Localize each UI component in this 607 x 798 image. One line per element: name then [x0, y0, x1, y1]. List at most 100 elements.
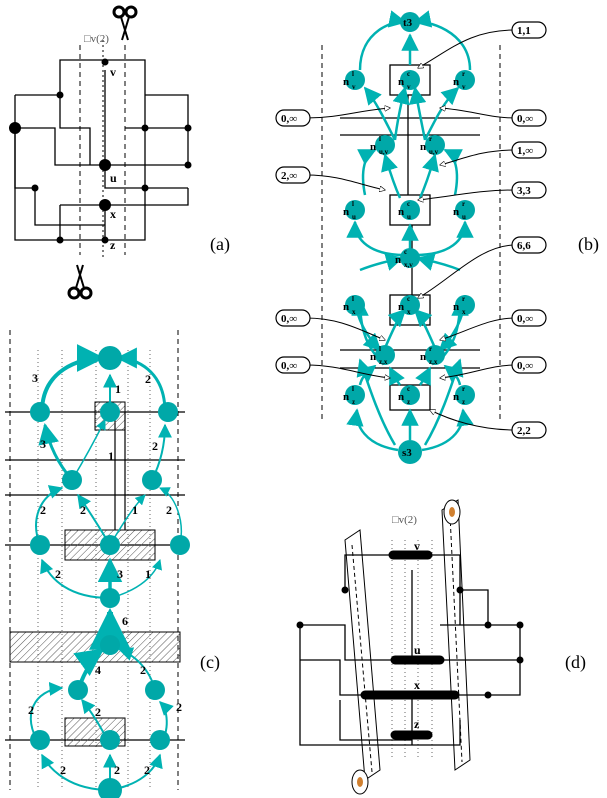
cap-2-2: 2,2	[517, 425, 531, 437]
svg-text:2: 2	[145, 372, 151, 386]
svg-text:n: n	[343, 76, 349, 88]
capacity-leaders	[305, 29, 516, 431]
svg-text:z: z	[462, 398, 465, 406]
panel-d-terminals	[360, 550, 460, 740]
panel-d-label: (d)	[565, 652, 586, 673]
svg-text:n: n	[395, 254, 401, 266]
svg-text:x,v: x,v	[404, 261, 413, 269]
label-nu-c: ncu	[398, 200, 411, 221]
svg-text:l: l	[352, 295, 354, 303]
svg-text:u,v: u,v	[379, 148, 389, 156]
cap-2-inf: 2,∞	[281, 170, 297, 182]
svg-text:x: x	[462, 308, 466, 316]
node-nuv-l	[375, 135, 395, 155]
label-nzx-r: nrz,x	[420, 345, 438, 366]
node-nz-r	[455, 385, 475, 405]
svg-text:2: 2	[55, 567, 61, 581]
scissors-bottom-icon	[67, 264, 93, 300]
node-nxv-c	[400, 248, 420, 268]
d-dotted-lines	[391, 540, 433, 760]
label-t3: t3	[403, 17, 413, 29]
node-nz-c	[400, 385, 420, 405]
svg-text:2: 2	[60, 763, 66, 777]
node-nzx-r	[425, 345, 445, 365]
svg-text:n: n	[420, 141, 426, 153]
panel-b: t3 s3 nlv ncv nrv nlu,v nru,v nlu ncu nr…	[275, 10, 599, 464]
svg-text:c: c	[404, 248, 407, 256]
node-t3	[400, 12, 420, 32]
d-vertex-x-label: x	[414, 678, 420, 692]
label-nz-l: nlz	[343, 385, 355, 406]
d-vertex-v-label: v	[414, 539, 420, 553]
svg-text:r: r	[462, 385, 465, 393]
svg-text:l: l	[352, 200, 354, 208]
node-nu-r	[455, 200, 475, 220]
svg-text:r: r	[462, 200, 465, 208]
svg-text:c: c	[407, 200, 410, 208]
label-nxv-c: nc x,v	[395, 248, 413, 269]
svg-text:2: 2	[152, 439, 158, 453]
svg-text:n: n	[343, 301, 349, 313]
svg-text:1: 1	[115, 382, 121, 396]
label-nuv-r: nru,v	[420, 135, 439, 156]
label-nv-c: ncv	[398, 70, 411, 91]
svg-text:3: 3	[40, 437, 46, 451]
svg-text:n: n	[370, 141, 376, 153]
svg-text:z: z	[352, 398, 355, 406]
svg-text:2: 2	[176, 700, 182, 714]
svg-text:n: n	[398, 206, 404, 218]
svg-text:2: 2	[40, 503, 46, 517]
cap-6-6: 6,6	[517, 240, 531, 252]
label-nu-r: nru	[453, 200, 466, 221]
label-nz-r: nrz	[453, 385, 465, 406]
node-nx-r	[455, 295, 475, 315]
svg-text:n: n	[398, 76, 404, 88]
svg-text:n: n	[398, 391, 404, 403]
node-nx-l	[345, 295, 365, 315]
label-nz-c: ncz	[398, 385, 410, 406]
svg-text:x: x	[407, 308, 411, 316]
node-nu-c	[400, 200, 420, 220]
node-nv-r	[455, 70, 475, 90]
svg-text:1: 1	[145, 567, 151, 581]
svg-text:u: u	[407, 213, 411, 221]
node-nu-l	[345, 200, 365, 220]
node-nuv-r	[425, 135, 445, 155]
svg-text:c: c	[407, 295, 410, 303]
svg-text:v: v	[462, 83, 466, 91]
svg-text:2: 2	[114, 763, 120, 777]
svg-text:2: 2	[80, 503, 86, 517]
svg-text:r: r	[429, 345, 432, 353]
svg-text:n: n	[398, 301, 404, 313]
svg-text:u,v: u,v	[429, 148, 439, 156]
svg-text:v: v	[352, 83, 356, 91]
label-nv-r: nrv	[453, 70, 466, 91]
vertex-z-label: z	[110, 238, 116, 252]
label-nx-c: ncx	[398, 295, 411, 316]
svg-text:x: x	[352, 308, 356, 316]
svg-text:2: 2	[166, 503, 172, 517]
vertex-v-label: v	[110, 65, 116, 79]
label-nu-l: nlu	[343, 200, 356, 221]
vertex-u-label: u	[110, 171, 117, 185]
panel-a: v u x z □v(2) (a)	[9, 5, 230, 300]
svg-text:u: u	[352, 213, 356, 221]
svg-text:1: 1	[132, 503, 138, 517]
panel-a-label: (a)	[210, 234, 230, 255]
svg-text:2: 2	[140, 663, 146, 677]
svg-text:v: v	[407, 83, 411, 91]
cut-strip-left	[344, 529, 381, 781]
label-nzx-l: nlz,x	[370, 345, 388, 366]
cut-strip-right	[441, 499, 471, 771]
scroll-top-icon	[443, 499, 461, 525]
panel-b-label: (b)	[578, 234, 599, 255]
svg-text:r: r	[462, 70, 465, 78]
cap-0-inf-c: 0,∞	[281, 313, 297, 325]
svg-text:c: c	[407, 385, 410, 393]
cap-0-inf-d: 0,∞	[517, 313, 533, 325]
cap-1-1: 1,1	[517, 25, 531, 37]
panel-d-wires	[299, 554, 521, 746]
panel-b-node-labels: t3 s3 nlv ncv nrv nlu,v nru,v nlu ncu nr…	[343, 17, 466, 459]
cap-0-inf-b: 0,∞	[517, 113, 533, 125]
